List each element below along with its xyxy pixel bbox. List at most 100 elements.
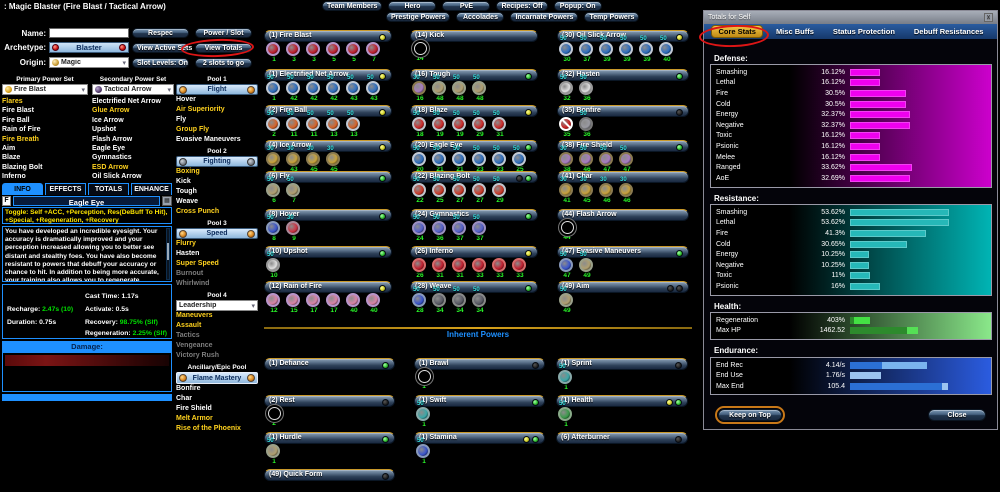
powerset-power-group-fly[interactable]: Group Fly	[176, 126, 210, 133]
powerset-power-assault[interactable]: Assault	[176, 322, 202, 329]
power-bar[interactable]: (8) Hover	[264, 209, 392, 221]
archetype-next-icon[interactable]	[119, 44, 126, 51]
power-bar[interactable]: (4) Ice Arrow	[264, 140, 392, 152]
power-bar[interactable]: (14) Kick	[410, 30, 538, 42]
archetype-selector[interactable]: Blaster	[49, 42, 129, 53]
top-button-hero[interactable]: Hero	[388, 1, 437, 11]
powerset-power-blaze[interactable]: Blaze	[2, 154, 21, 162]
power-bar[interactable]: (1) Health	[556, 395, 688, 407]
power-graph-icon[interactable]: ▦	[162, 196, 172, 206]
primary-set-dropdown[interactable]: Fire Blast ▾	[2, 84, 88, 95]
totals-tab-debuff-resistances[interactable]: Debuff Resistances	[913, 27, 984, 36]
enhancement-slot[interactable]: 35	[559, 115, 579, 141]
powerset-power-blazing-bolt[interactable]: Blazing Bolt	[2, 163, 43, 171]
powerset-power-fire-blast[interactable]: Fire Blast	[2, 107, 34, 115]
power-bar[interactable]: (18) Blaze	[410, 105, 538, 117]
powerset-power-vengeance[interactable]: Vengeance	[176, 342, 213, 349]
power-bar[interactable]: (26) Inferno	[410, 246, 538, 258]
powerset-power-ice-arrow[interactable]: Ice Arrow	[92, 116, 124, 124]
header-button-view-totals[interactable]: View Totals	[195, 43, 252, 53]
enhancement-slot[interactable]: 5	[346, 40, 366, 66]
power-bar[interactable]: (2) Rest	[264, 395, 395, 407]
powerset-power-air-superiority[interactable]: Air Superiority	[176, 106, 225, 113]
power-bar[interactable]: (38) Fire Shield	[557, 140, 689, 152]
keep-on-top-button[interactable]: Keep on Top	[715, 406, 785, 424]
pool-title-bar-flame-mastery[interactable]: Flame Mastery	[176, 372, 258, 384]
top-button-prestige-powers[interactable]: Prestige Powers	[386, 12, 451, 22]
header-button-power-slot[interactable]: Power / Slot	[195, 28, 252, 38]
enhancement-slot[interactable]: 31	[452, 256, 472, 282]
power-bar[interactable]: (1) Stamina	[414, 432, 545, 444]
powerset-power-flash-arrow[interactable]: Flash Arrow	[92, 135, 133, 143]
powerset-power-fire-shield[interactable]: Fire Shield	[176, 405, 212, 412]
power-bar[interactable]: (49) Quick Form	[264, 469, 395, 481]
power-bar[interactable]: (1) Swift	[414, 395, 545, 407]
powerset-power-tough[interactable]: Tough	[176, 188, 197, 195]
powerset-power-boxing[interactable]: Boxing	[176, 168, 200, 175]
power-bar[interactable]: (28) Weave	[410, 281, 538, 293]
tab-effects[interactable]: EFFECTS	[45, 183, 86, 195]
power-bar[interactable]: (1) Electrified Net Arrow	[264, 69, 392, 81]
powerset-power-tactics[interactable]: Tactics	[176, 332, 200, 339]
power-bar[interactable]: (2) Fire Ball	[264, 105, 392, 117]
powerset-power-hasten[interactable]: Hasten	[176, 250, 200, 257]
header-button-2-slots-to-go[interactable]: 2 slots to go	[195, 58, 252, 68]
powerset-power-bonfire[interactable]: Bonfire	[176, 385, 201, 392]
enhancement-slot[interactable]: 3	[286, 40, 306, 66]
powerset-power-victory-rush[interactable]: Victory Rush	[176, 352, 220, 359]
power-bar[interactable]: (47) Evasive Maneuvers	[557, 246, 689, 258]
enhancement-slot[interactable]: 33	[492, 256, 512, 282]
powerset-power-aim[interactable]: Aim	[2, 145, 16, 153]
header-button-view-active-sets[interactable]: View Active Sets	[132, 43, 192, 53]
powerset-power-melt-armor[interactable]: Melt Armor	[176, 415, 213, 422]
scrollbar-thumb[interactable]	[167, 243, 169, 260]
powerset-power-inferno[interactable]: Inferno	[2, 173, 26, 181]
powerset-power-rain-of-fire[interactable]: Rain of Fire	[2, 126, 41, 134]
powerset-power-gymnastics[interactable]: Gymnastics	[92, 154, 132, 162]
power-bar[interactable]: (6) Fly	[264, 171, 392, 183]
enhancement-slot[interactable]: 17	[326, 291, 346, 317]
top-button-team-members[interactable]: Team Members	[322, 1, 383, 11]
powerset-power-fire-breath[interactable]: Fire Breath	[2, 135, 39, 143]
top-button-recipes-off[interactable]: Recipes: Off	[496, 1, 548, 11]
enhancement-slot[interactable]: 15	[286, 291, 306, 317]
top-button-incarnate-powers[interactable]: Incarnate Powers	[510, 12, 579, 22]
totals-titlebar[interactable]: Totals for Self x	[704, 11, 997, 24]
